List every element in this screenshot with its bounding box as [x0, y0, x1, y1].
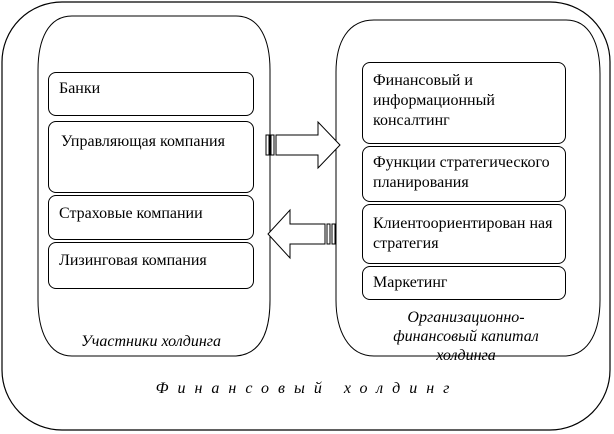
right-item-strategic-planning: Функции стратегического планирования	[362, 146, 566, 202]
right-item-label: Функции стратегического планирования	[373, 154, 550, 191]
right-item-client-strategy: Клиентоориентирован ная стратегия	[362, 204, 566, 264]
left-item-label: Лизинговая компания	[59, 252, 207, 269]
left-item-leasing: Лизинговая компания	[48, 242, 254, 289]
right-item-label: Маркетинг	[373, 274, 448, 291]
left-caption: Участники холдинга	[80, 333, 222, 350]
left-item-label: Банки	[59, 80, 101, 97]
right-item-label: Финансовый и информационный консалтинг	[373, 72, 495, 129]
right-caption: Организационно-финансовый капитал холдин…	[393, 309, 539, 364]
holding-title: Финансовый холдинг	[155, 380, 459, 397]
left-item-label: Управляющая компания	[61, 133, 225, 150]
left-item-banks: Банки	[48, 72, 254, 116]
arrow-right-icon	[265, 120, 341, 170]
left-item-management-company: Управляющая компания	[48, 121, 254, 193]
left-item-label: Страховые компании	[59, 205, 203, 222]
arrow-left-icon	[267, 208, 336, 260]
right-item-label: Клиентоориентирован ная стратегия	[373, 215, 553, 252]
left-item-insurance: Страховые компании	[48, 195, 254, 240]
right-item-marketing: Маркетинг	[362, 266, 566, 300]
right-item-consulting: Финансовый и информационный консалтинг	[362, 62, 566, 144]
